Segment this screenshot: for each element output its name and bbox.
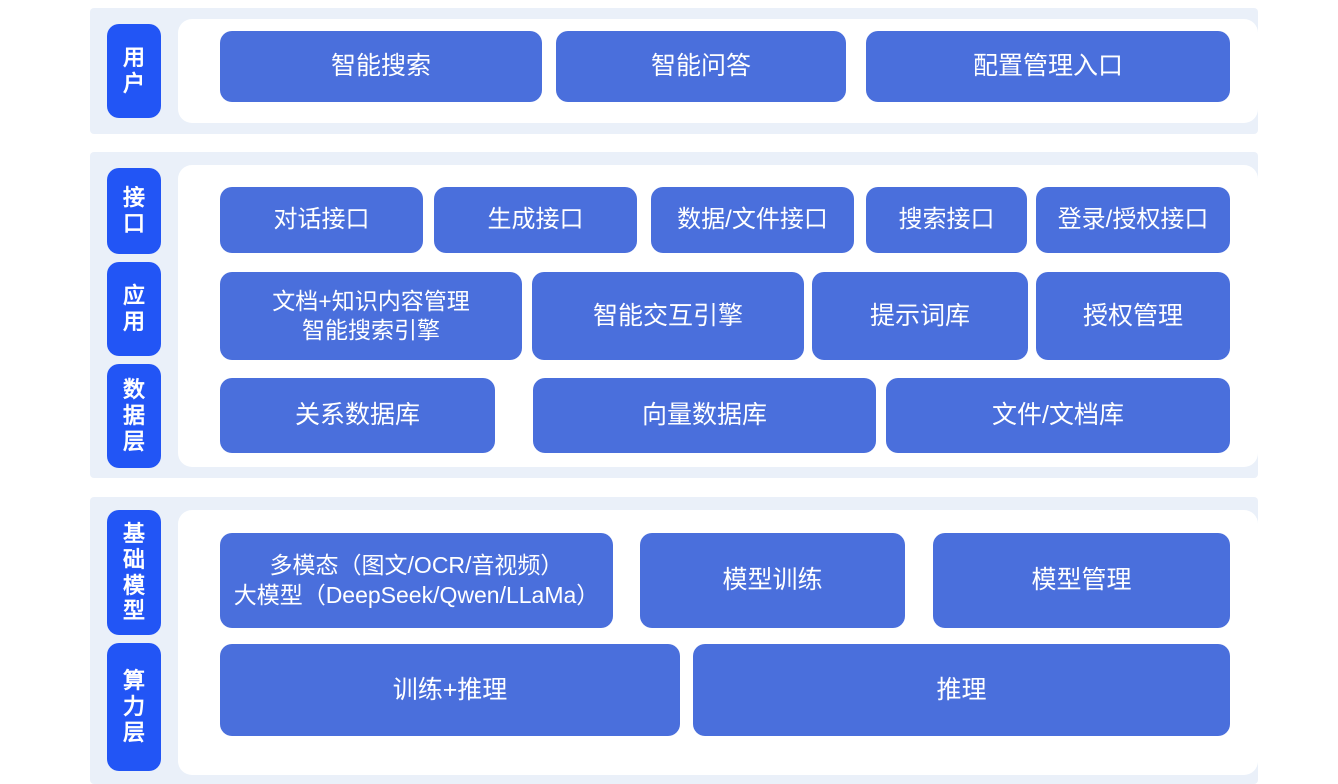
- box-application-authorization-management[interactable]: 授权管理: [1036, 272, 1230, 360]
- box-compute-training-inference[interactable]: 训练+推理: [220, 644, 680, 736]
- box-data-file-document-store[interactable]: 文件/文档库: [886, 378, 1230, 453]
- box-application-doc-knowledge-management[interactable]: 文档+知识内容管理 智能搜索引擎: [220, 272, 522, 360]
- box-interface-login-auth-api[interactable]: 登录/授权接口: [1036, 187, 1230, 253]
- box-user-config-management-entry[interactable]: 配置管理入口: [866, 31, 1230, 102]
- layer-label-user: 用户: [107, 24, 161, 118]
- box-application-interaction-engine[interactable]: 智能交互引擎: [532, 272, 804, 360]
- box-interface-generation-api[interactable]: 生成接口: [434, 187, 637, 253]
- box-foundation-model-management[interactable]: 模型管理: [933, 533, 1230, 628]
- box-foundation-multimodal-llm[interactable]: 多模态（图文/OCR/音视频） 大模型（DeepSeek/Qwen/LLaMa）: [220, 533, 613, 628]
- layer-label-application: 应用: [107, 262, 161, 356]
- layer-label-data: 数据层: [107, 364, 161, 468]
- box-application-prompt-library[interactable]: 提示词库: [812, 272, 1028, 360]
- box-compute-inference[interactable]: 推理: [693, 644, 1230, 736]
- box-foundation-model-training[interactable]: 模型训练: [640, 533, 905, 628]
- box-user-intelligent-search[interactable]: 智能搜索: [220, 31, 542, 102]
- box-interface-data-file-api[interactable]: 数据/文件接口: [651, 187, 854, 253]
- box-interface-search-api[interactable]: 搜索接口: [866, 187, 1027, 253]
- layer-label-compute: 算力层: [107, 643, 161, 771]
- box-data-vector-database[interactable]: 向量数据库: [533, 378, 876, 453]
- box-interface-dialog-api[interactable]: 对话接口: [220, 187, 423, 253]
- box-data-relational-database[interactable]: 关系数据库: [220, 378, 495, 453]
- layer-label-interface: 接口: [107, 168, 161, 254]
- layer-label-foundation-model: 基础模型: [107, 510, 161, 635]
- box-user-intelligent-qa[interactable]: 智能问答: [556, 31, 846, 102]
